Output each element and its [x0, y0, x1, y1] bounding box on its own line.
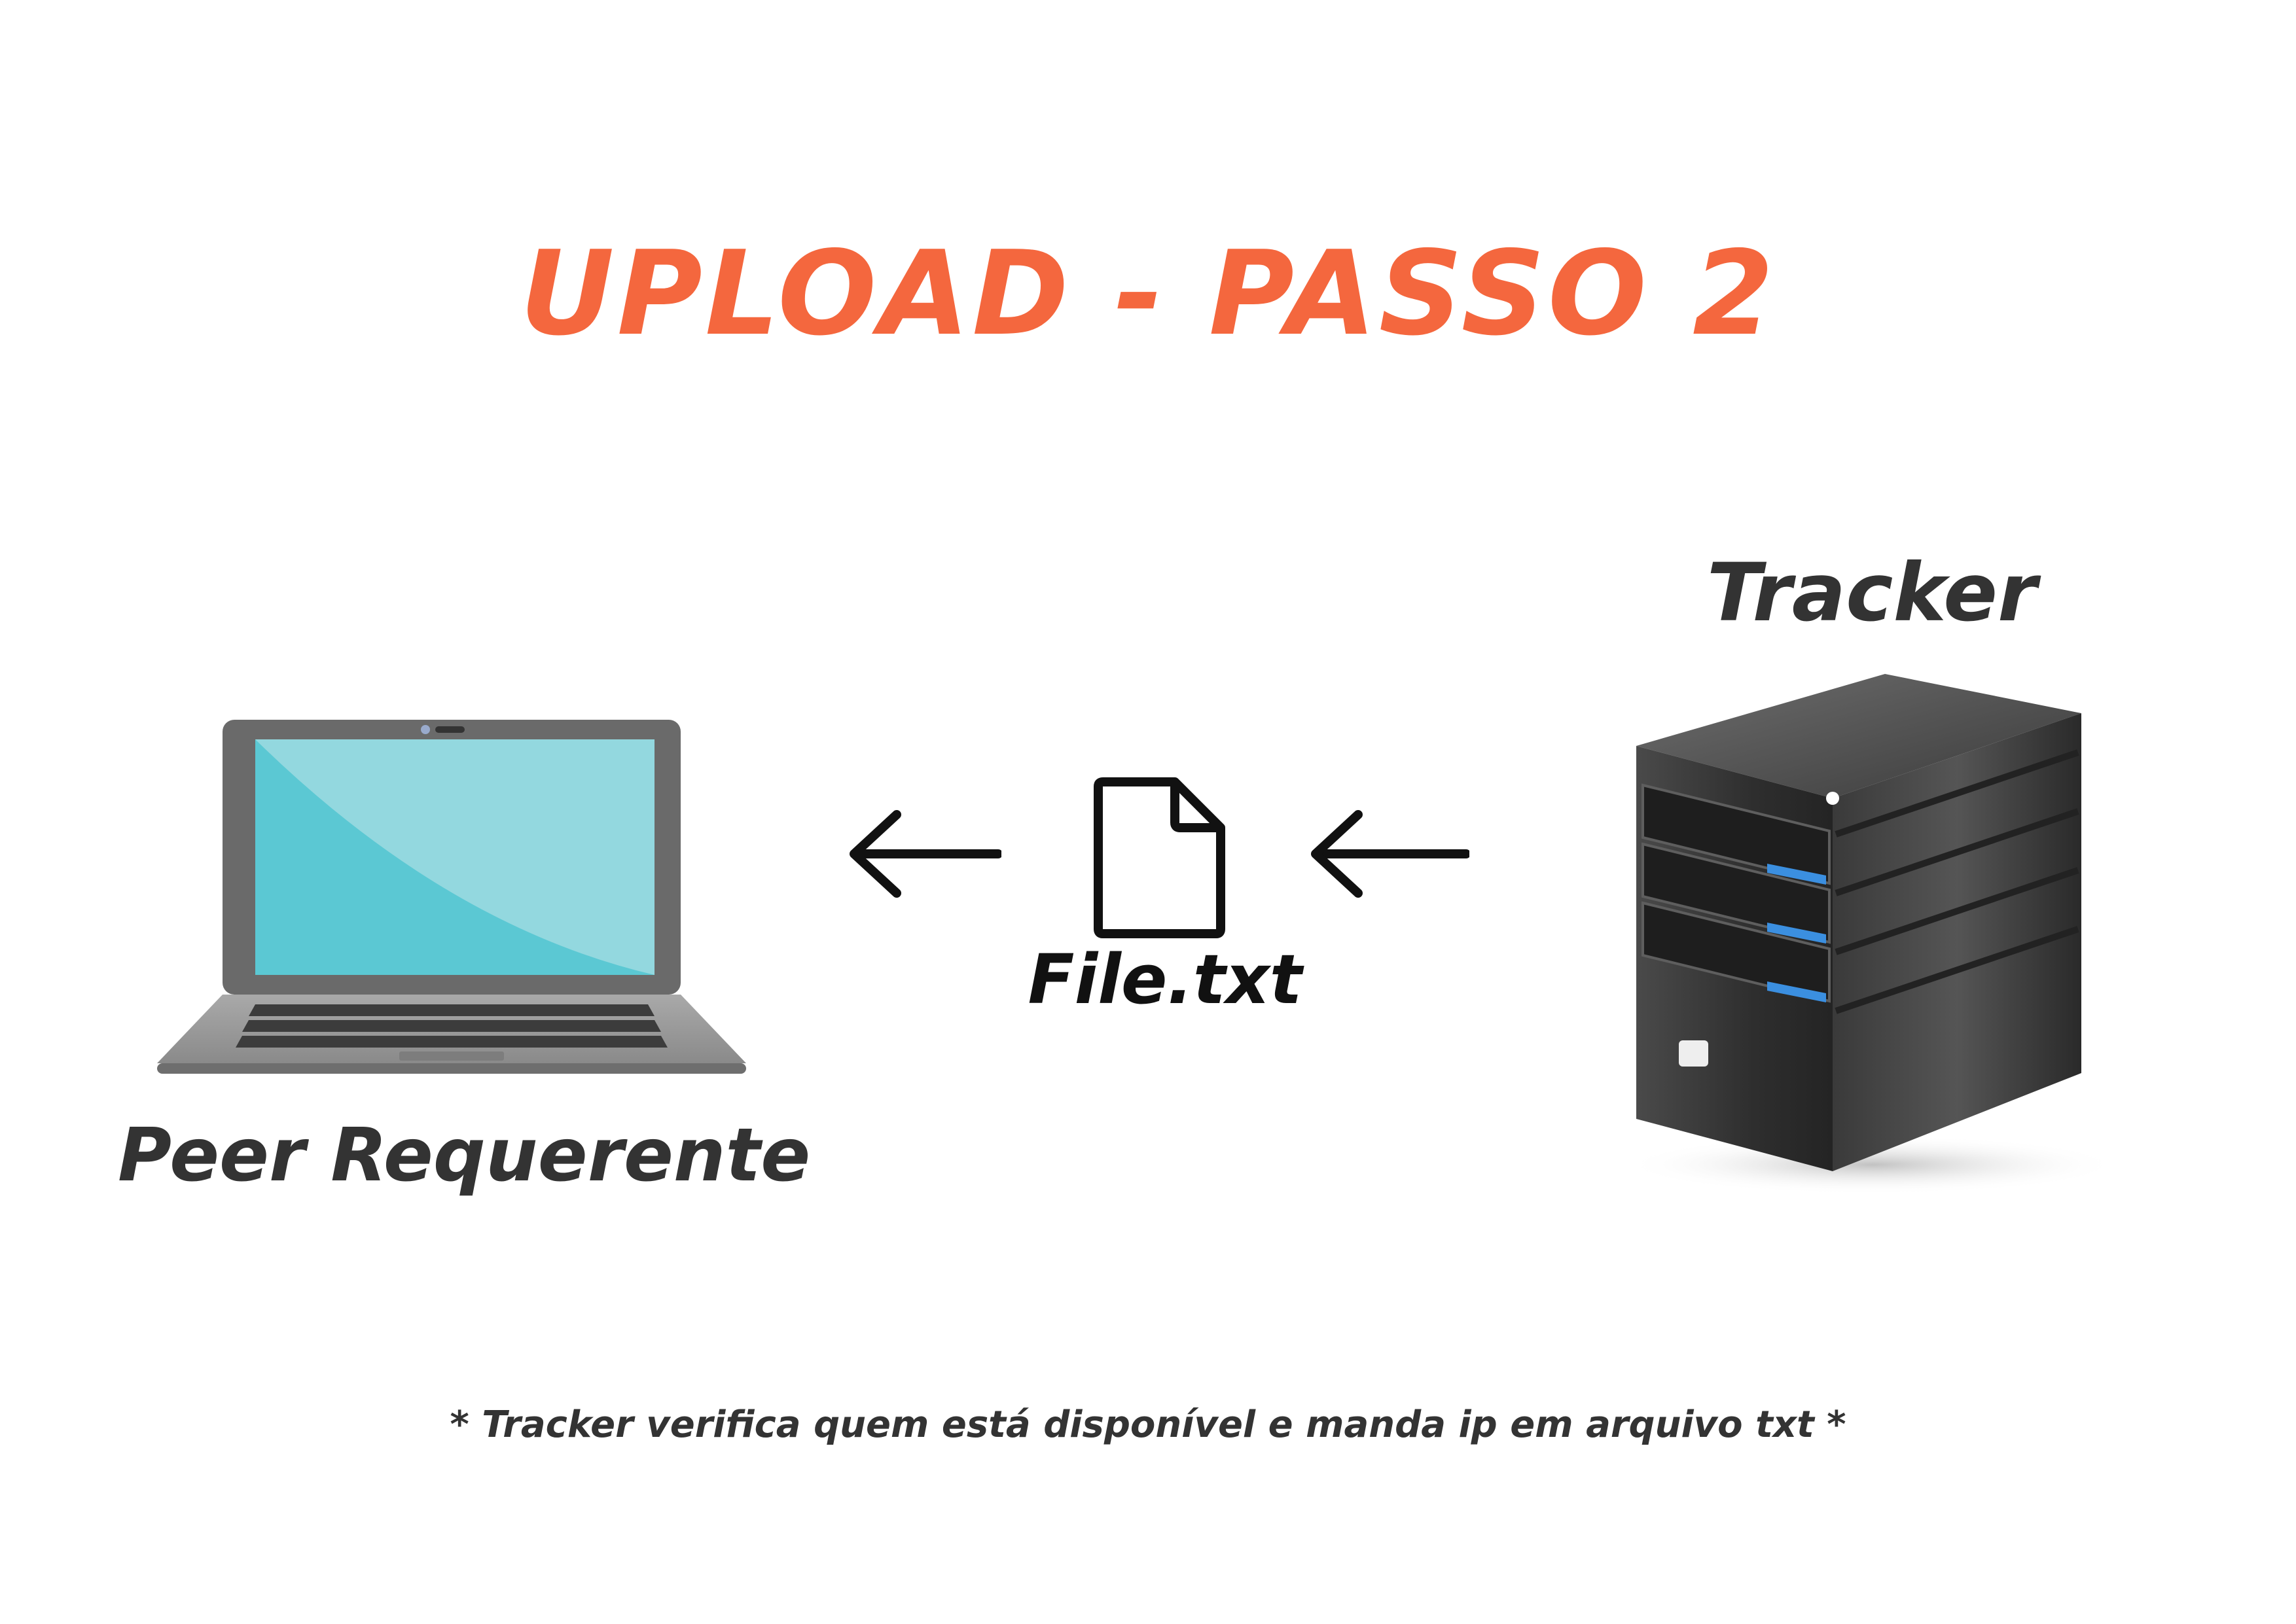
footnote: * Tracker verifica quem está disponível … — [450, 1403, 1846, 1446]
tracker-label: Tracker — [1706, 546, 2037, 639]
file-label: File.txt — [1028, 940, 1302, 1019]
diagram-title: UPLOAD - PASSO 2 — [520, 226, 1776, 361]
arrow-left-icon — [1306, 808, 1471, 900]
server-icon — [1610, 667, 2134, 1204]
peer-label: Peer Requerente — [118, 1113, 811, 1198]
laptop-icon — [151, 710, 753, 1089]
arrow-left-icon — [844, 808, 1003, 900]
file-icon — [1086, 775, 1230, 939]
